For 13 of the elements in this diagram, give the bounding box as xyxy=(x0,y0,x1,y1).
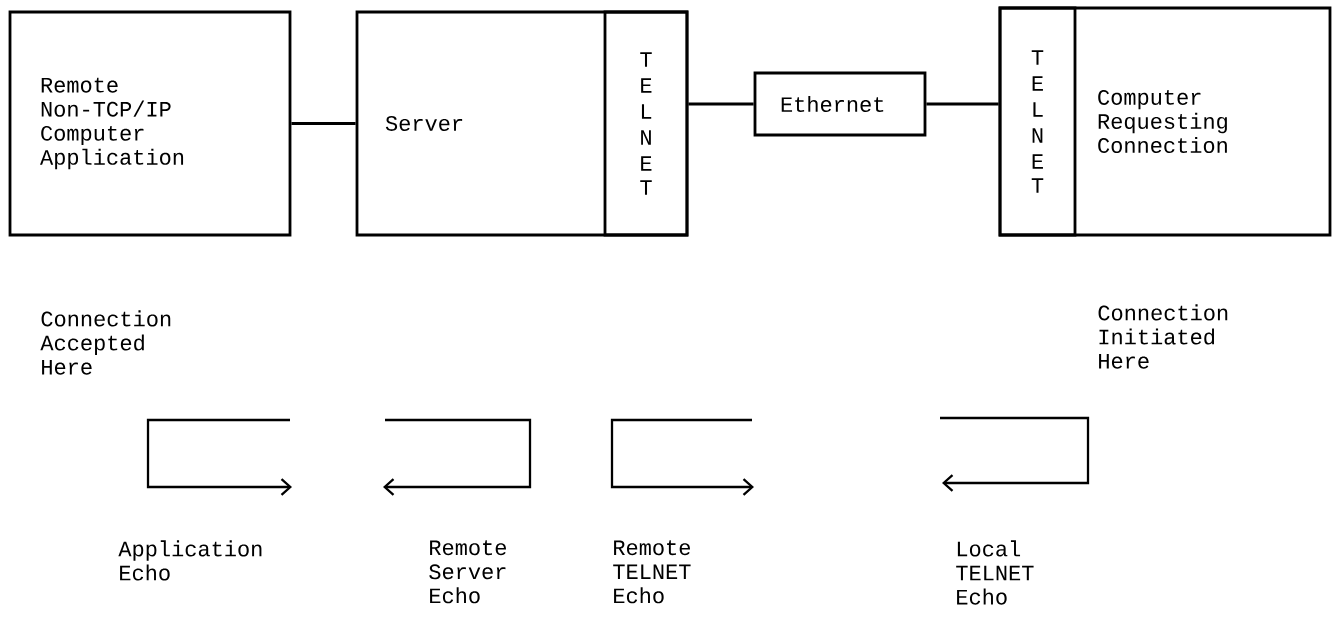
caption-text: Remote TELNET Echo xyxy=(613,540,691,604)
process-box: Remote Non-TCP/IP Computer Application xyxy=(8,10,292,237)
caption-text: Local TELNET Echo xyxy=(956,540,1034,605)
connector-line xyxy=(291,122,356,125)
caption-text: Application Echo xyxy=(118,540,262,581)
caption-text: Connection Accepted Here xyxy=(40,310,171,375)
process-box: Ethernet xyxy=(753,71,927,137)
protocol-strip: TELNET xyxy=(603,10,689,237)
connector-line xyxy=(688,102,754,106)
caption-text: Connection Initiated Here xyxy=(1098,304,1228,369)
protocol-strip: TELNET xyxy=(998,6,1077,237)
caption-text: Remote Server Echo xyxy=(429,540,506,604)
connector-line xyxy=(926,102,999,106)
